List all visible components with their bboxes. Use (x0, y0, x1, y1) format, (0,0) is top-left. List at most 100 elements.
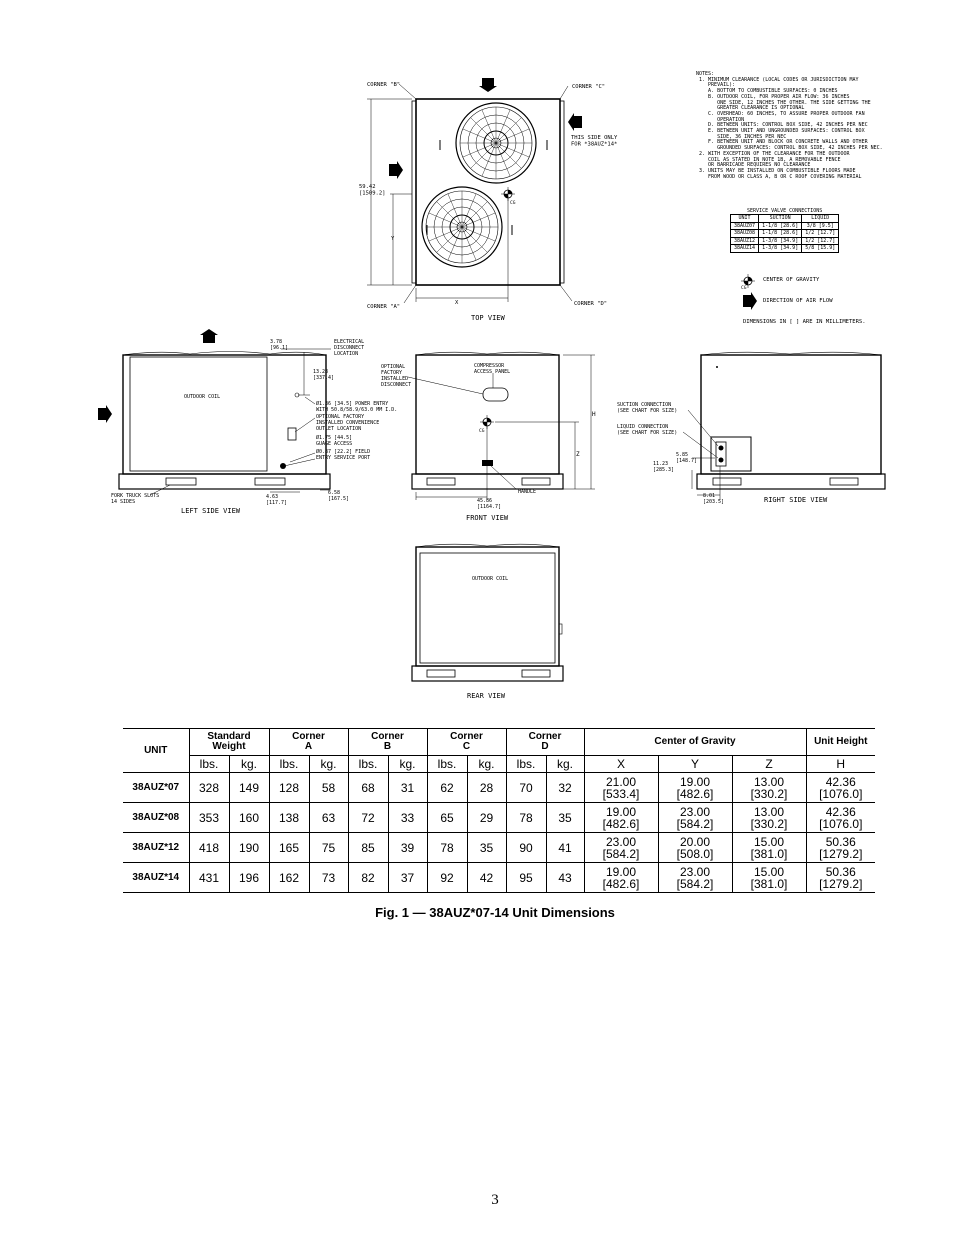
table-cell: 62 (426, 772, 467, 803)
condenser-fan-top-icon (455, 102, 537, 184)
subheader-cell: lbs. (426, 755, 467, 773)
table-cell: 20.00[508.0] (657, 832, 732, 863)
top-view: CORNER "B" CORNER "C" CORNER "A" CORNER … (359, 78, 618, 322)
table-cell: 42.36[1076.0] (805, 802, 875, 833)
svc-cell: 5/8 [15.9] (801, 244, 840, 253)
dim-13-28: 13.28[337.4] (313, 369, 334, 381)
svc-row: 38AUZ14 1-3/8 [34.9] 5/8 [15.9] (729, 244, 840, 253)
svc-cell: 38AUZ07 (729, 221, 760, 230)
dim-3-78: 3.78[96.1] (270, 339, 288, 351)
table-cell: 75 (308, 832, 348, 863)
table-cell: 32 (545, 772, 584, 803)
row-unit: 38AUZ*08 (123, 802, 189, 833)
table-cell: 19.00[482.6] (583, 802, 658, 833)
row-unit: 38AUZ*14 (123, 862, 189, 893)
table-cell: 63 (308, 802, 348, 833)
legend-dimensions-text: DIMENSIONS IN [ ] ARE IN MILLIMETERS. (743, 319, 866, 325)
svc-row: 38AUZ12 1-3/8 [34.9] 1/2 [12.7] (729, 236, 840, 245)
table-cell: 328 (188, 772, 229, 803)
x-dimension-label: X (455, 300, 459, 306)
note-line: 3. UNITS MAY BE INSTALLED ON COMBUSTIBLE… (696, 167, 856, 174)
subheader-cell: lbs. (188, 755, 229, 773)
subheader-cell: kg. (308, 755, 348, 773)
table-cell: 28 (466, 772, 506, 803)
svc-cell: 1-3/8 [34.9] (758, 236, 803, 245)
drawing-notes: NOTES: 1. MINIMUM CLEARANCE (LOCAL CODES… (696, 71, 901, 180)
svc-cell: 38AUZ14 (729, 244, 760, 253)
table-cell: 90 (505, 832, 546, 863)
table-cell: 72 (347, 802, 388, 833)
table-cell: 128 (268, 772, 309, 803)
note-line: NOTES: (696, 71, 715, 77)
note-line: OR BARRICADE REQUIRES NO CLEARANCE (696, 162, 811, 169)
table-cell: 165 (268, 832, 309, 863)
cg-label-front: CG (479, 428, 485, 434)
table-cell: 50.36[1279.2] (805, 832, 875, 863)
table-cell: 78 (505, 802, 546, 833)
subheader-cell: kg. (228, 755, 269, 773)
table-row: 38AUZ*14 431 196 162 73 82 37 92 42 95 4… (123, 862, 875, 893)
cg-label-top: CG (510, 200, 516, 206)
dim-8-01: 8.01[203.5] (703, 493, 724, 505)
table-row: 38AUZ*12 418 190 165 75 85 39 78 35 90 4… (123, 832, 875, 863)
z-dimension-label: Z (576, 451, 580, 458)
front-view-title: FRONT VIEW (466, 514, 509, 522)
table-cell: 78 (426, 832, 467, 863)
svc-header-liquid: LIQUID (801, 214, 840, 223)
row-unit: 38AUZ*12 (123, 832, 189, 863)
svc-cell: 3/8 [9.5] (801, 221, 840, 230)
table-cell: 15.00[381.0] (731, 862, 806, 893)
table-cell: 23.00[584.2] (657, 802, 732, 833)
note-line: 2. WITH EXCEPTION OF THE CLEARANCE FOR T… (696, 150, 850, 157)
airflow-arrow-side-icon (98, 405, 112, 423)
table-cell: 13.00[330.2] (731, 802, 806, 833)
subheader-cell: lbs. (347, 755, 388, 773)
rear-outdoor-coil-label: OUTDOOR COIL (472, 576, 508, 582)
right-side-view: SUCTION CONNECTION(SEE CHART FOR SIZE) L… (617, 351, 886, 505)
table-cell: 37 (387, 862, 427, 893)
service-valve-table: SERVICE VALVE CONNECTIONS UNIT SUCTION L… (729, 207, 840, 253)
table-cell: 42 (466, 862, 506, 893)
svc-row: 38AUZ07 1-1/8 [28.6] 3/8 [9.5] (729, 221, 840, 230)
note-line: C. OVERHEAD: 60 INCHES, TO ASSURE PROPER… (696, 110, 865, 117)
table-cell: 19.00[482.6] (583, 862, 658, 893)
header-unit: UNIT (123, 728, 189, 773)
table-cell: 68 (347, 772, 388, 803)
svc-cell: 1-3/8 [34.9] (758, 244, 803, 253)
note-line: 1. MINIMUM CLEARANCE (LOCAL CODES OR JUR… (696, 76, 859, 83)
subheader-cell: Y (657, 755, 732, 773)
subheader-cell: kg. (545, 755, 584, 773)
h-dimension-label: H (592, 411, 596, 418)
condenser-fan-bottom-icon (421, 186, 503, 268)
note-line: GROUNDED SURFACES: CONTROL BOX SIDE, 42 … (696, 145, 883, 152)
handle-label: HANDLE (518, 489, 536, 495)
svc-cell: 1-1/8 [28.6] (758, 221, 803, 230)
table-cell: 190 (228, 832, 269, 863)
svc-cell: 38AUZ08 (729, 229, 760, 238)
rear-view-title: REAR VIEW (467, 692, 506, 700)
table-cell: 196 (228, 862, 269, 893)
note-line: B. OUTDOOR COIL, FOR PROPER AIR FLOW: 36… (696, 93, 850, 100)
table-cell: 353 (188, 802, 229, 833)
legend-airflow-arrow-icon (743, 292, 757, 310)
suction-connection-label: SUCTION CONNECTION(SEE CHART FOR SIZE) (617, 402, 677, 414)
table-cell: 13.00[330.2] (731, 772, 806, 803)
legend-cg-symbol-label: CG (741, 285, 747, 291)
corner-d-label: CORNER "D" (574, 301, 607, 307)
dim-5-85: 5.85[148.7] (676, 452, 697, 464)
table-cell: 138 (268, 802, 309, 833)
table-cell: 41 (545, 832, 584, 863)
subheader-cell: Z (731, 755, 806, 773)
svc-cell: 38AUZ12 (729, 236, 760, 245)
subheader-cell: kg. (387, 755, 427, 773)
